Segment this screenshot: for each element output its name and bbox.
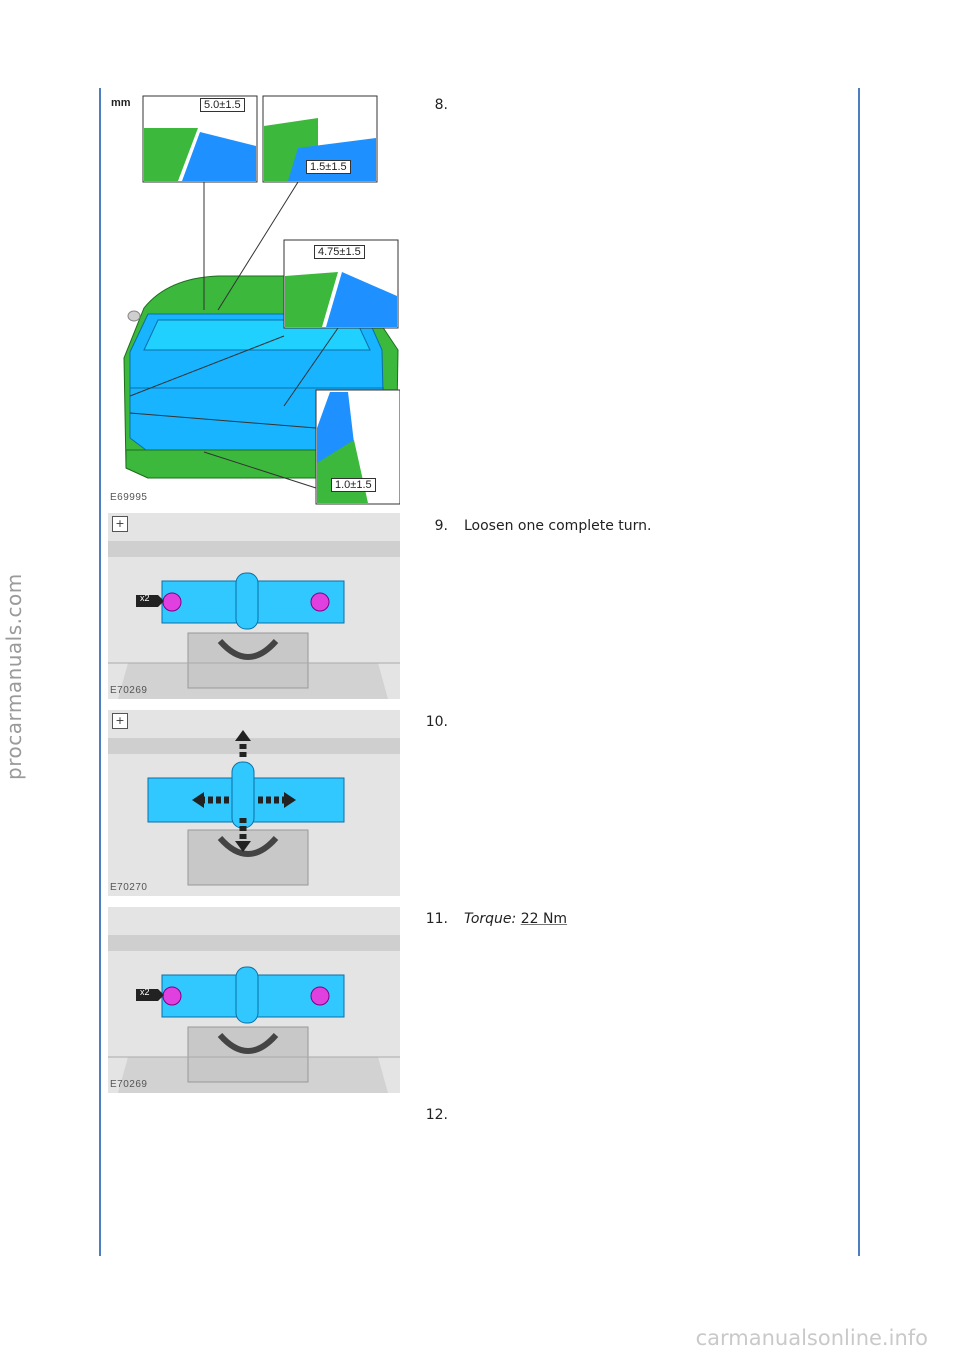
torque-value[interactable]: 22 Nm — [520, 911, 568, 927]
left-margin-rule — [99, 88, 101, 1256]
figure-code: E70269 — [110, 685, 148, 696]
zoom-icon[interactable]: + — [112, 516, 128, 532]
multiplier-label: x2 — [140, 593, 150, 603]
callout-gap-1: 5.0±1.5 — [200, 98, 245, 112]
unit-label: mm — [111, 97, 131, 109]
striker-bolts-illustration — [108, 513, 400, 699]
figure-striker-adjust: + E70270 — [108, 710, 400, 896]
figure-tailgate-gaps: mm 5.0±1.5 1.5±1.5 4.75±1.5 1.0±1.5 E699… — [108, 88, 400, 508]
figure-striker-bolts: x2 + E70269 — [108, 513, 400, 699]
callout-gap-4: 1.0±1.5 — [331, 478, 376, 492]
step-9-text: Loosen one complete turn. — [464, 518, 652, 534]
striker-adjust-illustration — [108, 710, 400, 896]
tighten-bolts-illustration — [108, 907, 400, 1093]
side-watermark: procarmanuals.com — [2, 573, 26, 780]
figure-code: E70270 — [110, 882, 148, 893]
figure-code: E69995 — [110, 492, 148, 503]
multiplier-label: x2 — [140, 987, 150, 997]
figure-code: E70269 — [110, 1079, 148, 1090]
step-11-torque: Torque: 22 Nm — [464, 911, 567, 927]
callout-gap-3: 4.75±1.5 — [314, 245, 365, 259]
callout-gap-2: 1.5±1.5 — [306, 160, 351, 174]
tailgate-gap-illustration — [123, 95, 400, 505]
bottom-watermark: carmanualsonline.info — [695, 1326, 928, 1350]
zoom-icon[interactable]: + — [112, 713, 128, 729]
torque-label: Torque: — [464, 911, 517, 927]
right-margin-rule — [858, 88, 860, 1256]
figure-tighten-bolts: x2 E70269 — [108, 907, 400, 1093]
detail-box-3 — [283, 239, 399, 329]
